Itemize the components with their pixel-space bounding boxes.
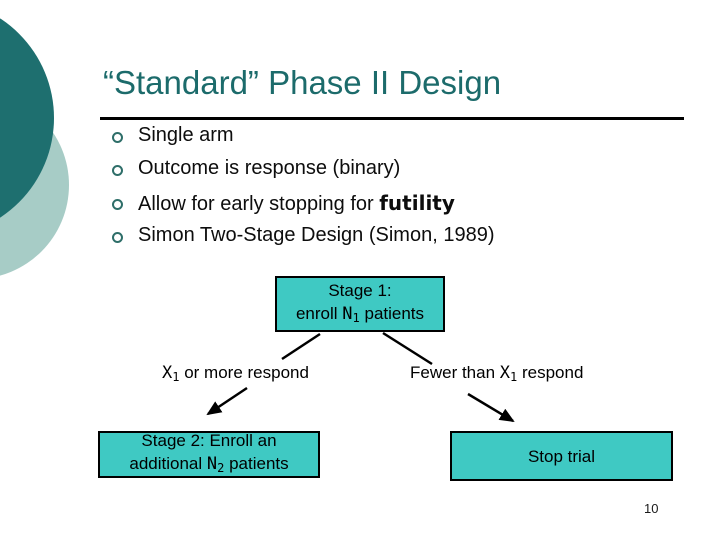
bullet-list: Single arm Outcome is response (binary) … — [110, 124, 494, 258]
title-underline — [100, 117, 684, 120]
bullet-text: Simon Two-Stage Design (Simon, 1989) — [138, 224, 495, 247]
branch-right-pre: Fewer than — [410, 363, 500, 382]
bullet-circle-icon — [112, 232, 123, 244]
stage2-box: Stage 2: Enroll an additional N2 patient… — [98, 431, 320, 478]
bullet-item: Outcome is response (binary) — [110, 157, 494, 190]
bullet-text: Outcome is response (binary) — [138, 157, 401, 180]
bullet-text: Single arm — [138, 124, 234, 146]
branch-left-text: or more respond — [179, 363, 309, 382]
bullet-circle-icon — [112, 198, 123, 210]
bullet-item: Single arm — [110, 124, 494, 157]
branch-label-right: Fewer than X1 respond — [410, 363, 583, 384]
page-number: 10 — [644, 501, 659, 516]
stage1-line2: enroll N1 patients — [277, 302, 443, 330]
stage1-line2-post: patients — [359, 303, 425, 323]
arrow-down-left-icon — [206, 386, 248, 416]
stage2-n-subscript: 2 — [217, 461, 225, 475]
stage1-box: Stage 1: enroll N1 patients — [275, 276, 445, 332]
arrow-down-right-icon — [467, 392, 515, 423]
stage1-line1: Stage 1: — [328, 280, 392, 300]
stage2-line2-post: patients — [224, 454, 289, 473]
stop-trial-label: Stop trial — [527, 446, 596, 466]
bullet-circle-icon — [112, 132, 123, 143]
connector-line-right — [382, 331, 433, 366]
branch-right-text: respond — [517, 363, 584, 382]
stage2-n-variable: N — [206, 454, 218, 474]
connector-line-left — [281, 332, 321, 361]
stage1-n-variable: N — [342, 303, 353, 324]
bullet-item: Simon Two-Stage Design (Simon, 1989) — [110, 224, 494, 257]
branch-label-left: X1 or more respond — [162, 363, 309, 384]
bullet-text: Allow for early stopping for futility — [138, 191, 455, 216]
slide-title: “Standard” Phase II Design — [103, 64, 502, 101]
branch-left-x-variable: X — [162, 363, 173, 383]
futility-emphasis: futility — [379, 190, 455, 215]
stage1-n-subscript: 1 — [352, 310, 360, 325]
branch-right-x-variable: X — [499, 363, 511, 383]
stop-trial-box: Stop trial — [450, 431, 673, 481]
branch-right-x-subscript: 1 — [510, 370, 518, 384]
bullet-item: Allow for early stopping for futility — [110, 191, 494, 224]
stage2-line2: additional N2 patients — [100, 452, 318, 480]
branch-left-x-subscript: 1 — [172, 370, 180, 384]
bullet-text-pre: Allow for early stopping for — [138, 192, 380, 215]
stage2-line1: Stage 2: Enroll an — [141, 431, 277, 450]
bullet-circle-icon — [112, 165, 123, 177]
stage1-line2-pre: enroll — [295, 303, 343, 323]
stage2-line2-pre: additional — [129, 454, 207, 473]
